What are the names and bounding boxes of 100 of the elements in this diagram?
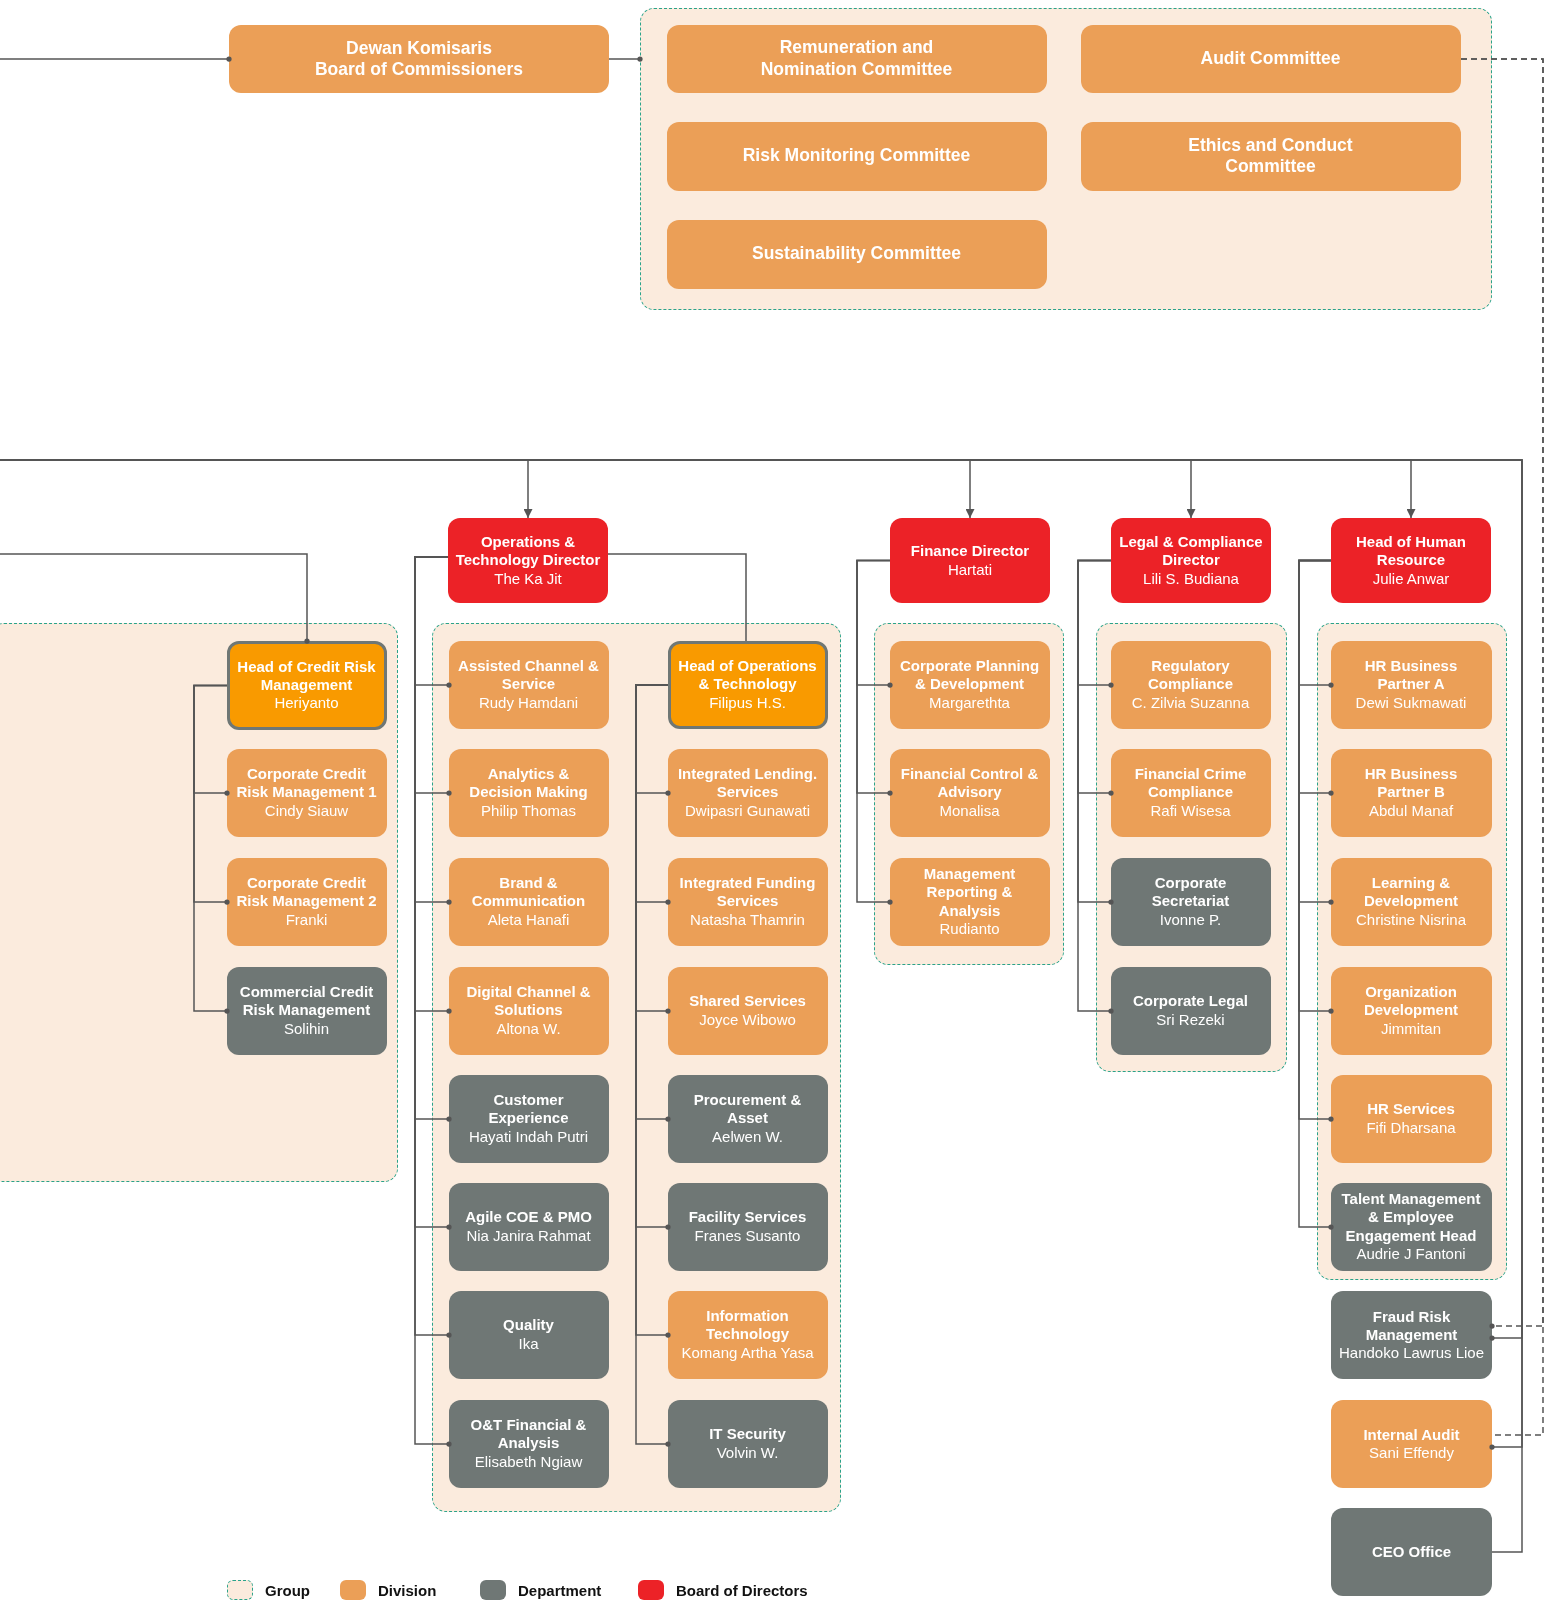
unit-title: Organization Development (1362, 983, 1460, 1020)
connector-line (607, 553, 747, 642)
person-name: Franki (285, 910, 328, 929)
division-box (448, 640, 609, 729)
department-box (1110, 966, 1271, 1055)
person-name: Sani Effendy (1369, 1444, 1454, 1463)
division-box (889, 640, 1050, 729)
unit-title: Talent Management & Employee Engagement Head (1340, 1189, 1482, 1245)
person-name: Handoko Lawrus Lioe (1338, 1344, 1485, 1363)
unit-title: Agile COE & PMO (465, 1208, 592, 1227)
person-name: Ivonne P. (1159, 910, 1222, 929)
person-name: Philip Thomas (481, 801, 576, 820)
unit-title: Quality (503, 1316, 554, 1335)
department-box (448, 1074, 609, 1163)
person-name: Abdul Manaf (1368, 801, 1454, 820)
person-name: Margarethta (929, 693, 1010, 712)
person-name: Sri Rezeki (1156, 1010, 1225, 1029)
division-box (889, 857, 1050, 946)
person-name: Komang Artha Yasa (681, 1343, 814, 1362)
connector-line (0, 553, 310, 644)
person-name: Volvin W. (716, 1443, 779, 1462)
person-name: C. Zilvia Suzanna (1131, 693, 1250, 712)
unit-title: Analytics & Decision Making (468, 765, 589, 802)
department-box (1331, 1291, 1492, 1379)
division-box (1330, 857, 1492, 946)
unit-title: Head of Operations & Technology (677, 657, 818, 694)
connector-line (856, 559, 893, 905)
department-box (1110, 857, 1271, 946)
unit-title: CEO Office (1371, 1542, 1452, 1562)
group-panel (1317, 623, 1507, 1280)
division-box (1331, 1400, 1492, 1488)
division-box (448, 966, 609, 1055)
unit-title: Audit Committee (1200, 47, 1341, 70)
unit-title: Financial Control & Advisory (899, 765, 1040, 802)
person-name: Dwipasri Gunawati (684, 801, 810, 820)
department-box (1330, 1182, 1492, 1271)
unit-title: Commercial Credit Risk Management (238, 983, 375, 1020)
department-box (1331, 1508, 1492, 1596)
division-box (226, 748, 387, 837)
person-name: Nia Janira Rahmat (466, 1226, 591, 1245)
department-box (226, 966, 387, 1055)
division-box (1330, 748, 1492, 837)
unit-title: Remuneration and Nomination Committee (759, 37, 954, 80)
division-box (1330, 966, 1492, 1055)
department-box (448, 1399, 609, 1488)
group-panel (874, 623, 1064, 965)
person-name: Elisabeth Ngiaw (474, 1452, 583, 1471)
person-name: Aleta Hanafi (487, 910, 570, 929)
unit-title: IT Security (709, 1425, 786, 1444)
person-name: The Ka Jit (494, 569, 562, 588)
unit-title: Finance Director (910, 542, 1030, 561)
committee-box (666, 24, 1047, 93)
connector-line (1077, 559, 1114, 1014)
unit-title: Brand & Communication (470, 874, 587, 911)
person-name: Aelwen W. (712, 1127, 783, 1146)
unit-title: Operations & Technology Director (454, 533, 602, 570)
head-box (667, 640, 828, 729)
connector-line (1298, 559, 1334, 1230)
unit-title: Facility Services (688, 1208, 807, 1227)
unit-title: Legal & Compliance Director (1118, 533, 1264, 570)
person-name: Audrie J Fantoni (1356, 1244, 1466, 1264)
department-box (448, 1182, 609, 1271)
unit-title: Ethics and Conduct Committee (1187, 134, 1354, 178)
unit-title: Fraud Risk Management (1364, 1307, 1459, 1345)
unit-title: Customer Experience (487, 1091, 570, 1128)
legend-label: Group (265, 1581, 310, 1599)
person-name: Rudy Hamdani (478, 693, 579, 712)
person-name: Dewi Sukmawati (1355, 693, 1467, 712)
person-name: Altona W. (496, 1019, 561, 1038)
unit-title: Corporate Secretariat (1150, 874, 1231, 911)
director-box (1331, 518, 1491, 603)
committee-box (1080, 24, 1461, 93)
person-name: Cindy Siauw (264, 801, 349, 820)
person-name: Rudianto (939, 919, 1000, 939)
division-box (226, 857, 387, 946)
committee-box (666, 219, 1047, 289)
director-box (1111, 518, 1271, 603)
department-box (667, 1182, 828, 1271)
director-box (890, 518, 1050, 603)
connector-line (193, 684, 230, 1014)
unit-title: Head of Human Resource (1355, 533, 1467, 570)
person-name: Filipus H.S. (709, 693, 786, 712)
unit-title: O&T Financial & Analysis (469, 1416, 588, 1453)
department-box (448, 1290, 609, 1379)
unit-title: Financial Crime Compliance (1133, 765, 1248, 802)
head-box (226, 640, 387, 730)
connector-line (0, 56, 232, 62)
person-name: Monalisa (939, 801, 1000, 820)
division-box (667, 857, 828, 946)
group-panel (0, 623, 398, 1182)
department-box (667, 1399, 828, 1488)
unit-title: Corporate Credit Risk Management 2 (235, 874, 378, 911)
group-panel (432, 623, 841, 1512)
person-name: Lili S. Budiana (1143, 569, 1239, 588)
unit-title: Shared Services (689, 992, 806, 1011)
division-box (667, 1290, 828, 1379)
committee-box (229, 25, 609, 93)
division-box (667, 748, 828, 837)
person-name: Joyce Wibowo (699, 1010, 796, 1029)
person-name: Christine Nisrina (1355, 910, 1466, 929)
